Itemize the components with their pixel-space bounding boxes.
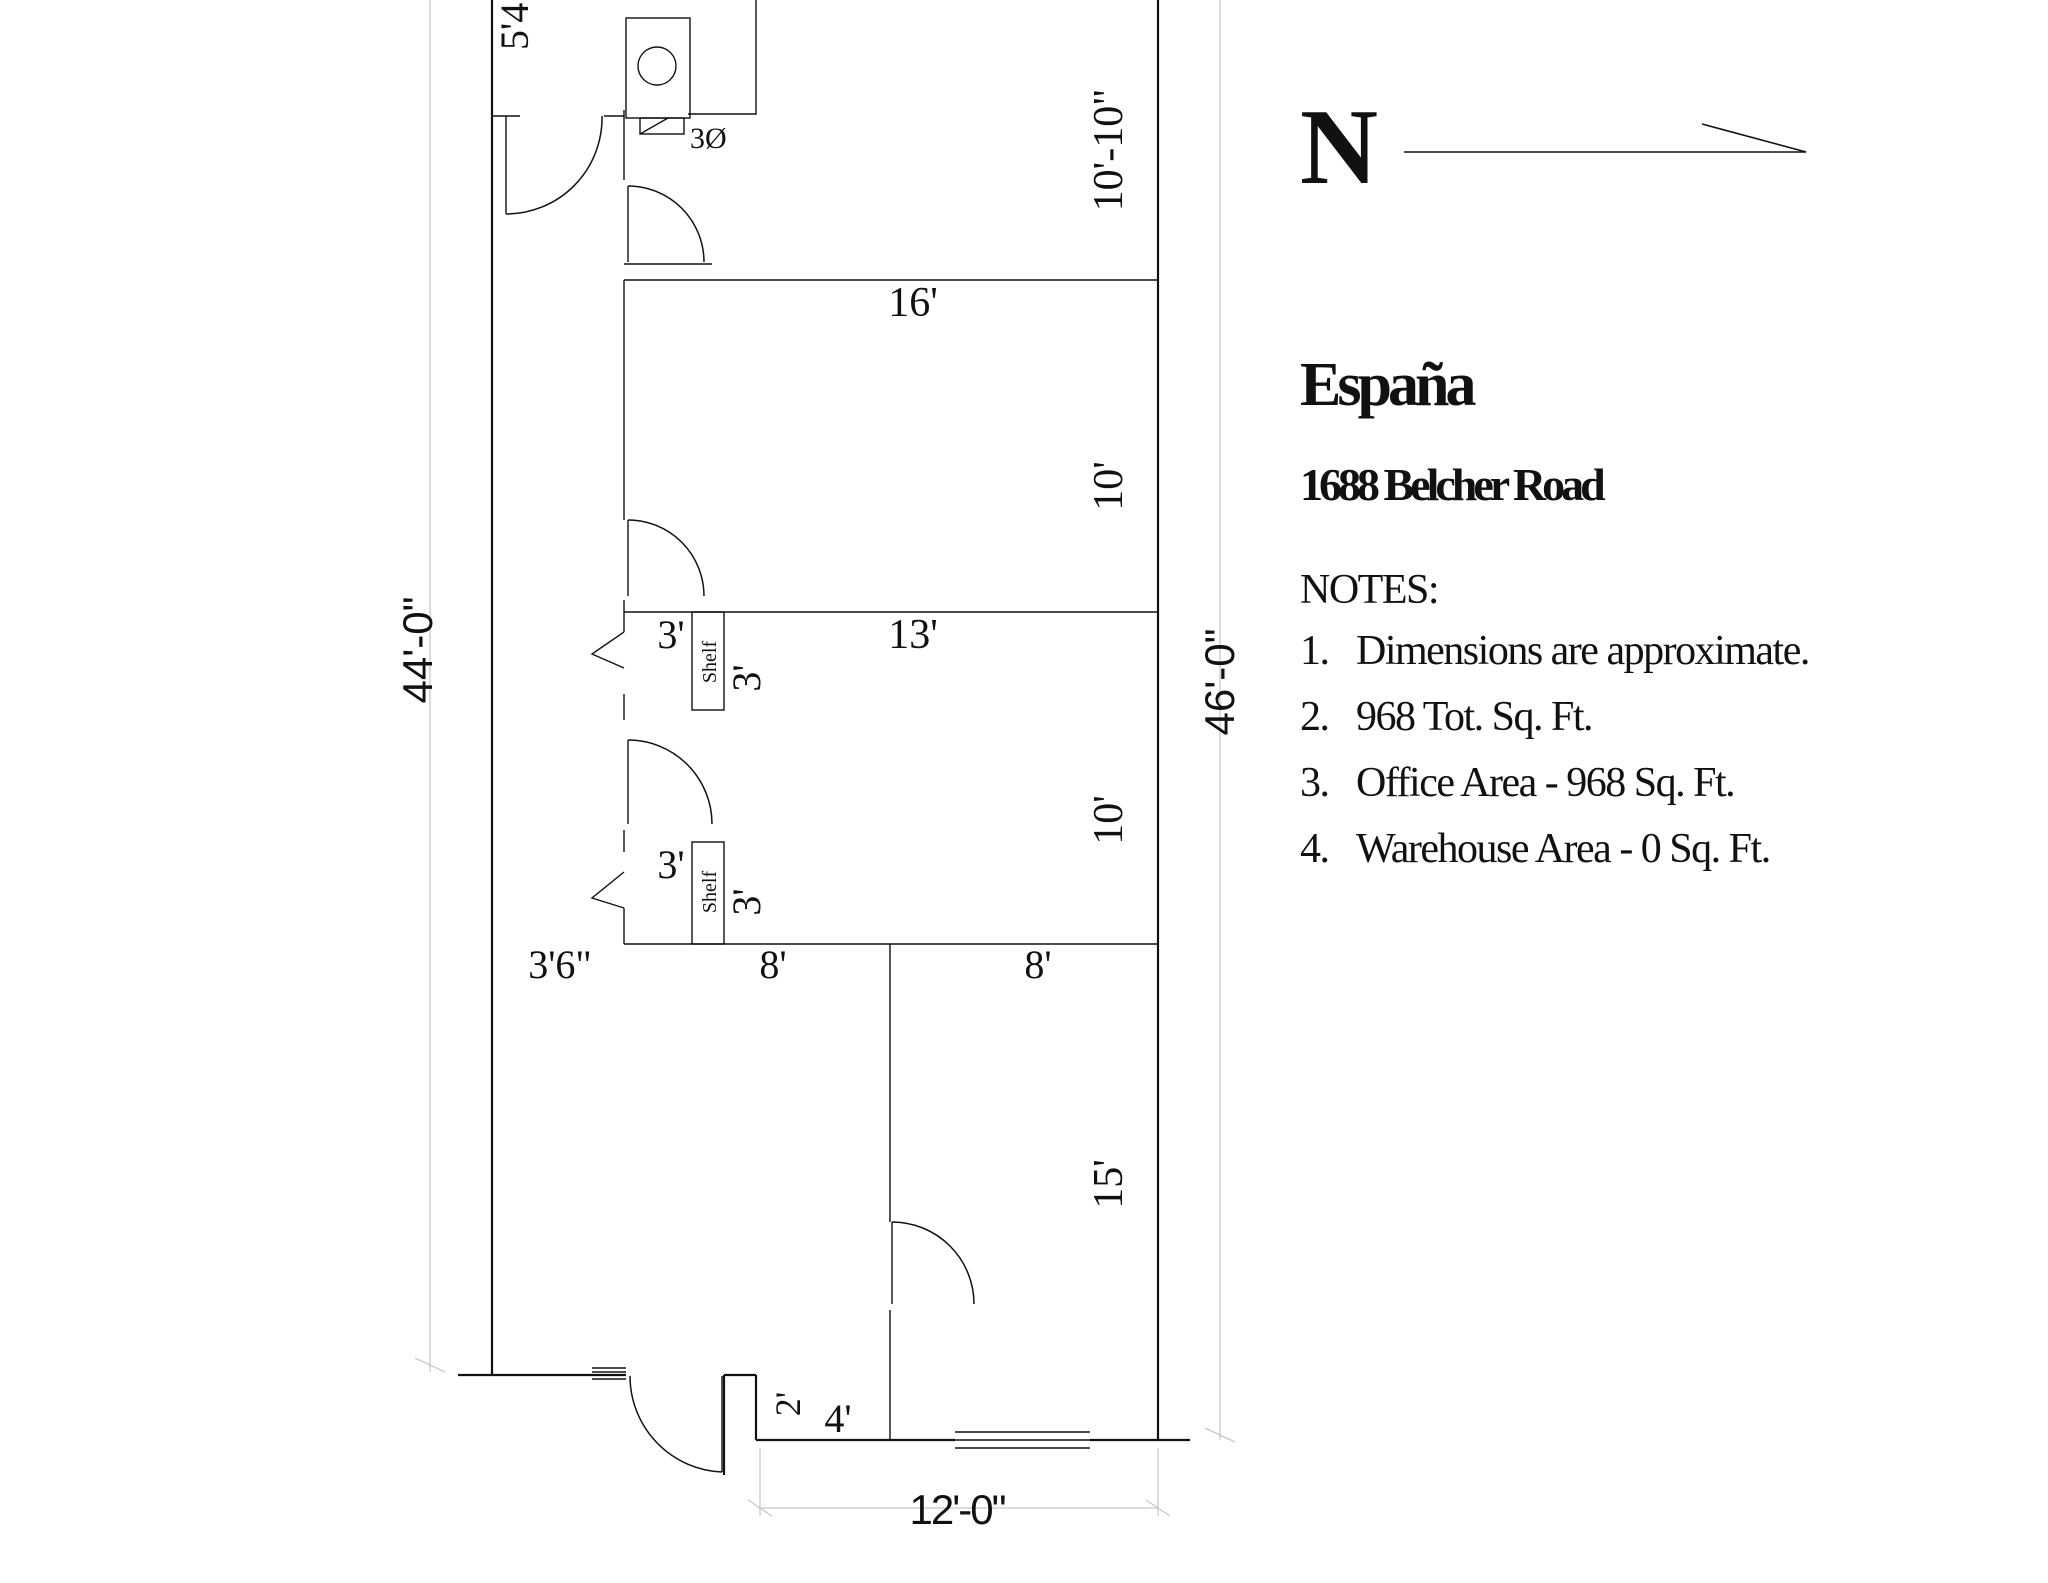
- note-item: 3. Office Area - 968 Sq. Ft.: [1300, 760, 1809, 806]
- closet2-depth-dim: 3': [724, 888, 769, 915]
- electric-panel-icon: [639, 117, 685, 135]
- notes-heading: NOTES:: [1300, 567, 1439, 613]
- property-name: España: [1300, 351, 1476, 419]
- hall-width-dim: 3'6": [528, 942, 592, 987]
- shelf-label-1: Shelf: [699, 641, 721, 684]
- room3-height-dim: 10': [1086, 795, 1132, 845]
- note-item: 4. Warehouse Area - 0 Sq. Ft.: [1300, 826, 1809, 872]
- door-swings: [505, 115, 975, 1473]
- front-right-width-dim: 8': [1024, 942, 1051, 987]
- overall-left-dim: 44'-0": [394, 597, 441, 704]
- closet-2: [590, 841, 725, 945]
- note-text: Dimensions are approximate.: [1356, 628, 1810, 674]
- dimension-labels: 44'-0" 46'-0" 12'-0" 5'4 10'-10" 16' 10'…: [394, 3, 1243, 1533]
- overall-right-dim: 46'-0": [1196, 629, 1243, 736]
- entry-jog-height-dim: 2': [768, 1392, 808, 1417]
- mechanical-closet: [492, 0, 757, 135]
- closet1-depth-dim: 3': [724, 664, 769, 691]
- note-text: Warehouse Area - 0 Sq. Ft.: [1356, 826, 1771, 872]
- note-item: 1. Dimensions are approximate.: [1300, 628, 1810, 674]
- room2-width-dim: 13': [888, 612, 938, 658]
- north-letter: N: [1300, 88, 1378, 207]
- dimension-lines: [414, 0, 1236, 1517]
- property-address: 1688 Belcher Road: [1300, 459, 1606, 510]
- north-arrow-icon: [1404, 123, 1807, 153]
- closet-1: [590, 611, 725, 711]
- exterior-walls: [458, 0, 1190, 1475]
- notes-list: 1. Dimensions are approximate. 2. 968 Tot.…: [1300, 628, 1810, 872]
- window-entry: [592, 1367, 626, 1380]
- water-heater-icon: [637, 46, 677, 86]
- electric-label: 3Ø: [690, 122, 727, 155]
- notes-block: NOTES: 1. Dimensions are approximate. 2. 9…: [1300, 566, 1810, 892]
- north-indicator: N: [1300, 80, 1860, 210]
- closet1-width-dim: 3': [657, 612, 684, 657]
- shelf-label-2: Shelf: [699, 871, 721, 914]
- front-room-height-dim: 15': [1086, 1159, 1132, 1209]
- note-number: 4.: [1300, 826, 1330, 872]
- front-left-width-dim: 8': [759, 942, 786, 987]
- note-number: 3.: [1300, 760, 1330, 806]
- top-partial-dim: 5'4: [492, 3, 537, 50]
- room2-height-dim: 10': [1086, 461, 1132, 511]
- note-text: 968 Tot. Sq. Ft.: [1356, 694, 1594, 740]
- entry-jog-width-dim: 4': [824, 1396, 851, 1441]
- overall-bottom-dim: 12'-0": [910, 1486, 1006, 1533]
- note-number: 2.: [1300, 694, 1330, 740]
- closet2-width-dim: 3': [657, 842, 684, 887]
- note-item: 2. 968 Tot. Sq. Ft.: [1300, 694, 1809, 740]
- top-room-height-dim: 10'-10": [1086, 89, 1132, 212]
- window-front: [955, 1431, 1090, 1449]
- note-number: 1.: [1300, 628, 1330, 674]
- note-text: Office Area - 968 Sq. Ft.: [1356, 760, 1736, 806]
- top-room-width-dim: 16': [888, 280, 938, 326]
